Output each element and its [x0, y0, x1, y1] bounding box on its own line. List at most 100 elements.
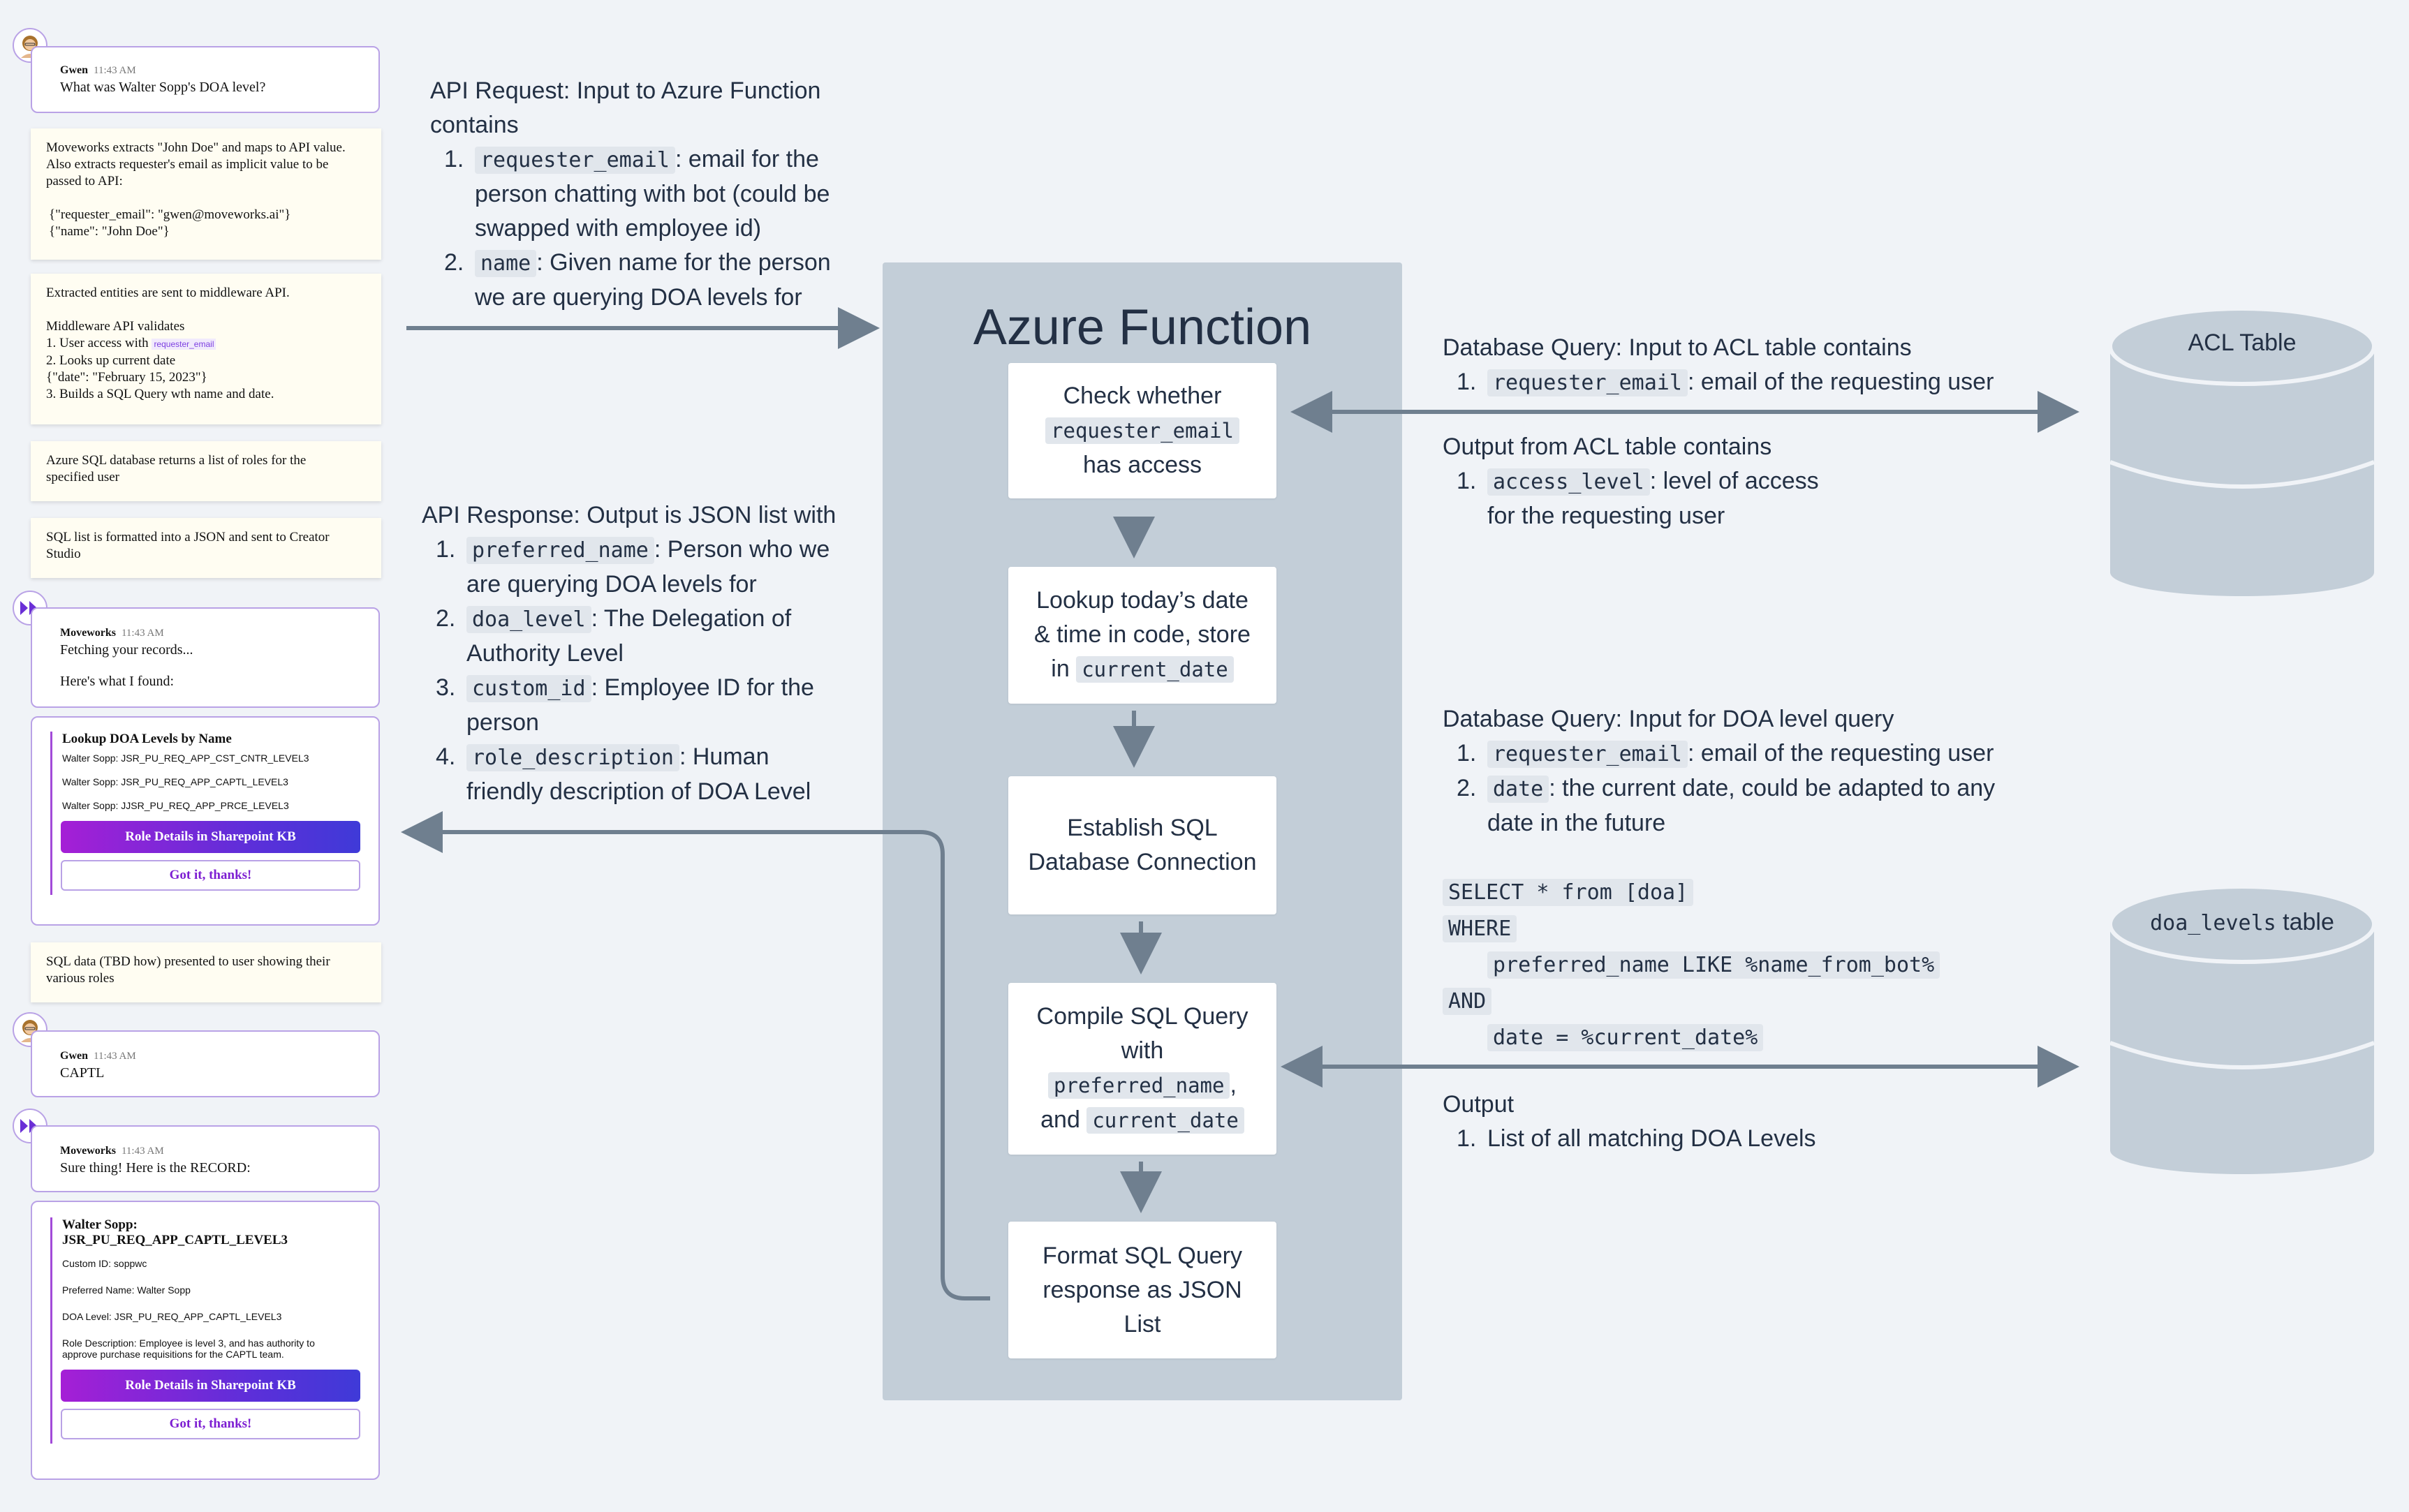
step-text: Database Connection — [1028, 849, 1257, 875]
note-line: 1. User access with — [46, 336, 149, 350]
avatar-gwen — [13, 28, 47, 63]
note-text: SQL data (TBD how) presented to user sho… — [46, 954, 330, 986]
azure-function-title: Azure Function — [973, 299, 1312, 355]
record-doa-level: DOA Level: JSR_PU_REQ_APP_CAPTL_LEVEL3 — [62, 1311, 282, 1322]
acl-table-cylinder — [2108, 306, 2376, 596]
got-it-button[interactable]: Got it, thanks! — [61, 1409, 360, 1439]
api-response-block: API Response: Output is JSON list with 1… — [422, 498, 869, 809]
step-text: has access — [1082, 452, 1202, 478]
message-text: CAPTL — [60, 1065, 105, 1081]
item-text: : Human — [679, 743, 769, 770]
item-text: : Person who we — [654, 536, 830, 563]
lookup-item[interactable]: Walter Sopp: JSR_PU_REQ_APP_CST_CNTR_LEV… — [62, 753, 309, 764]
code-token: doa_level — [466, 606, 591, 633]
record-role-description: approve purchase requisitions for the CA… — [62, 1349, 284, 1360]
sender-name: Gwen — [60, 1050, 88, 1062]
code-token: access_level — [1487, 468, 1650, 496]
message-text: Fetching your records... — [60, 642, 193, 658]
note-line: 2. Looks up current date — [46, 353, 176, 368]
requester-email-tag: requester_email — [152, 339, 216, 350]
sql-line: WHERE — [1443, 915, 1517, 942]
list-number: 4. — [436, 743, 456, 770]
message-time: 11:43 AM — [121, 628, 164, 639]
record-role-description: Role Description: Employee is level 3, a… — [62, 1337, 315, 1349]
step-establish-connection: Establish SQL Database Connection — [1008, 776, 1276, 914]
note-line: {"requester_email": "gwen@moveworks.ai"} — [49, 207, 291, 222]
lookup-item[interactable]: Walter Sopp: JJSR_PU_REQ_APP_PRCE_LEVEL3 — [62, 800, 289, 811]
acl-table-label: ACL Table — [2188, 329, 2297, 356]
sql-line: SELECT * from [doa] — [1443, 879, 1694, 906]
record-title: JSR_PU_REQ_APP_CAPTL_LEVEL3 — [62, 1233, 288, 1247]
doa-query-item: 2.date: the current date, could be adapt… — [1443, 771, 2071, 840]
sender-name: Gwen — [60, 64, 88, 76]
note-line: {"name": "John Doe"} — [49, 224, 170, 239]
lookup-item[interactable]: Walter Sopp: JSR_PU_REQ_APP_CAPTL_LEVEL3 — [62, 776, 288, 787]
item-text: : The Delegation of — [591, 605, 792, 632]
list-number: 1. — [1457, 369, 1477, 395]
chat-message-moveworks-fetching: Moveworks 11:43 AM Fetching your records.… — [31, 607, 380, 708]
acl-query-title: Database Query: Input to ACL table conta… — [1443, 334, 1912, 361]
item-text: Authority Level — [466, 640, 624, 667]
step-text: in — [1051, 655, 1070, 682]
lookup-title: Lookup DOA Levels by Name — [62, 732, 232, 746]
note-line: passed to API: — [46, 174, 123, 188]
api-request-title: API Request: Input to Azure Function — [430, 77, 821, 104]
api-request-item: 2. name: Given name for the person we ar… — [430, 246, 863, 315]
item-text: friendly description of DOA Level — [466, 778, 811, 805]
item-text: : the current date, could be adapted to … — [1549, 775, 1996, 801]
note-line: Also extracts requester's email as impli… — [46, 157, 329, 172]
doa-output-item: 1.List of all matching DOA Levels — [1443, 1122, 2001, 1156]
item-text: are querying DOA levels for — [466, 571, 757, 598]
item-text: for the requesting user — [1487, 503, 1725, 529]
doa-output-block: Output 1.List of all matching DOA Levels — [1443, 1088, 2001, 1156]
item-text: person chatting with bot (could be — [475, 181, 830, 207]
sharepoint-kb-button[interactable]: Role Details in Sharepoint KB — [61, 1370, 360, 1402]
annotation-note-extraction: Moveworks extracts "John Doe" and maps t… — [31, 128, 381, 260]
list-number: 1. — [1457, 740, 1477, 766]
sharepoint-kb-button[interactable]: Role Details in Sharepoint KB — [61, 821, 360, 853]
code-token: preferred_name — [466, 537, 654, 564]
note-line: Extracted entities are sent to middlewar… — [46, 286, 290, 300]
item-text: : Employee ID for the — [591, 674, 814, 701]
item-text: : Given name for the person — [536, 249, 831, 276]
note-line: Moveworks extracts "John Doe" and maps t… — [46, 140, 346, 155]
sender-name: Moveworks — [60, 1145, 116, 1157]
note-text: Azure SQL database returns a list of rol… — [46, 453, 307, 484]
api-response-arrow — [401, 811, 990, 1300]
note-text: SQL list is formatted into a JSON and se… — [46, 530, 330, 561]
sender-name: Moveworks — [60, 627, 116, 639]
api-request-block: API Request: Input to Azure Function con… — [430, 74, 863, 315]
item-text: swapped with employee id) — [475, 215, 762, 242]
item-text: : email for the — [675, 146, 819, 172]
api-response-title: API Response: Output is JSON list with — [422, 502, 837, 528]
doa-levels-table-cylinder — [2108, 884, 2376, 1174]
step-text: , — [1230, 1072, 1237, 1098]
record-title: Walter Sopp: — [62, 1217, 138, 1232]
code-token: requester_email — [1045, 417, 1239, 444]
step-text: Establish SQL — [1067, 815, 1218, 841]
list-number: 3. — [436, 674, 456, 701]
list-number: 1. — [444, 146, 464, 172]
sql-line: preferred_name LIKE %name_from_bot% — [1487, 951, 1940, 979]
note-line: {"date": "February 15, 2023"} — [46, 370, 207, 385]
code-token: custom_id — [466, 675, 591, 702]
record-custom-id: Custom ID: soppwc — [62, 1258, 147, 1269]
item-text: : level of access — [1649, 468, 1819, 494]
message-text: Here's what I found: — [60, 674, 174, 689]
annotation-note-middleware: Extracted entities are sent to middlewar… — [31, 274, 381, 424]
got-it-button[interactable]: Got it, thanks! — [61, 860, 360, 891]
step-text: Compile SQL Query — [1036, 1003, 1248, 1030]
step-text: Check whether — [1063, 383, 1222, 409]
code-token: current_date — [1076, 656, 1234, 683]
message-time: 11:43 AM — [94, 1051, 136, 1062]
list-number: 2. — [436, 605, 456, 632]
note-line: 3. Builds a SQL Query wth name and date. — [46, 387, 274, 401]
step-lookup-date: Lookup today’s date& time in code, store… — [1008, 567, 1276, 704]
code-token: role_description — [466, 744, 679, 771]
